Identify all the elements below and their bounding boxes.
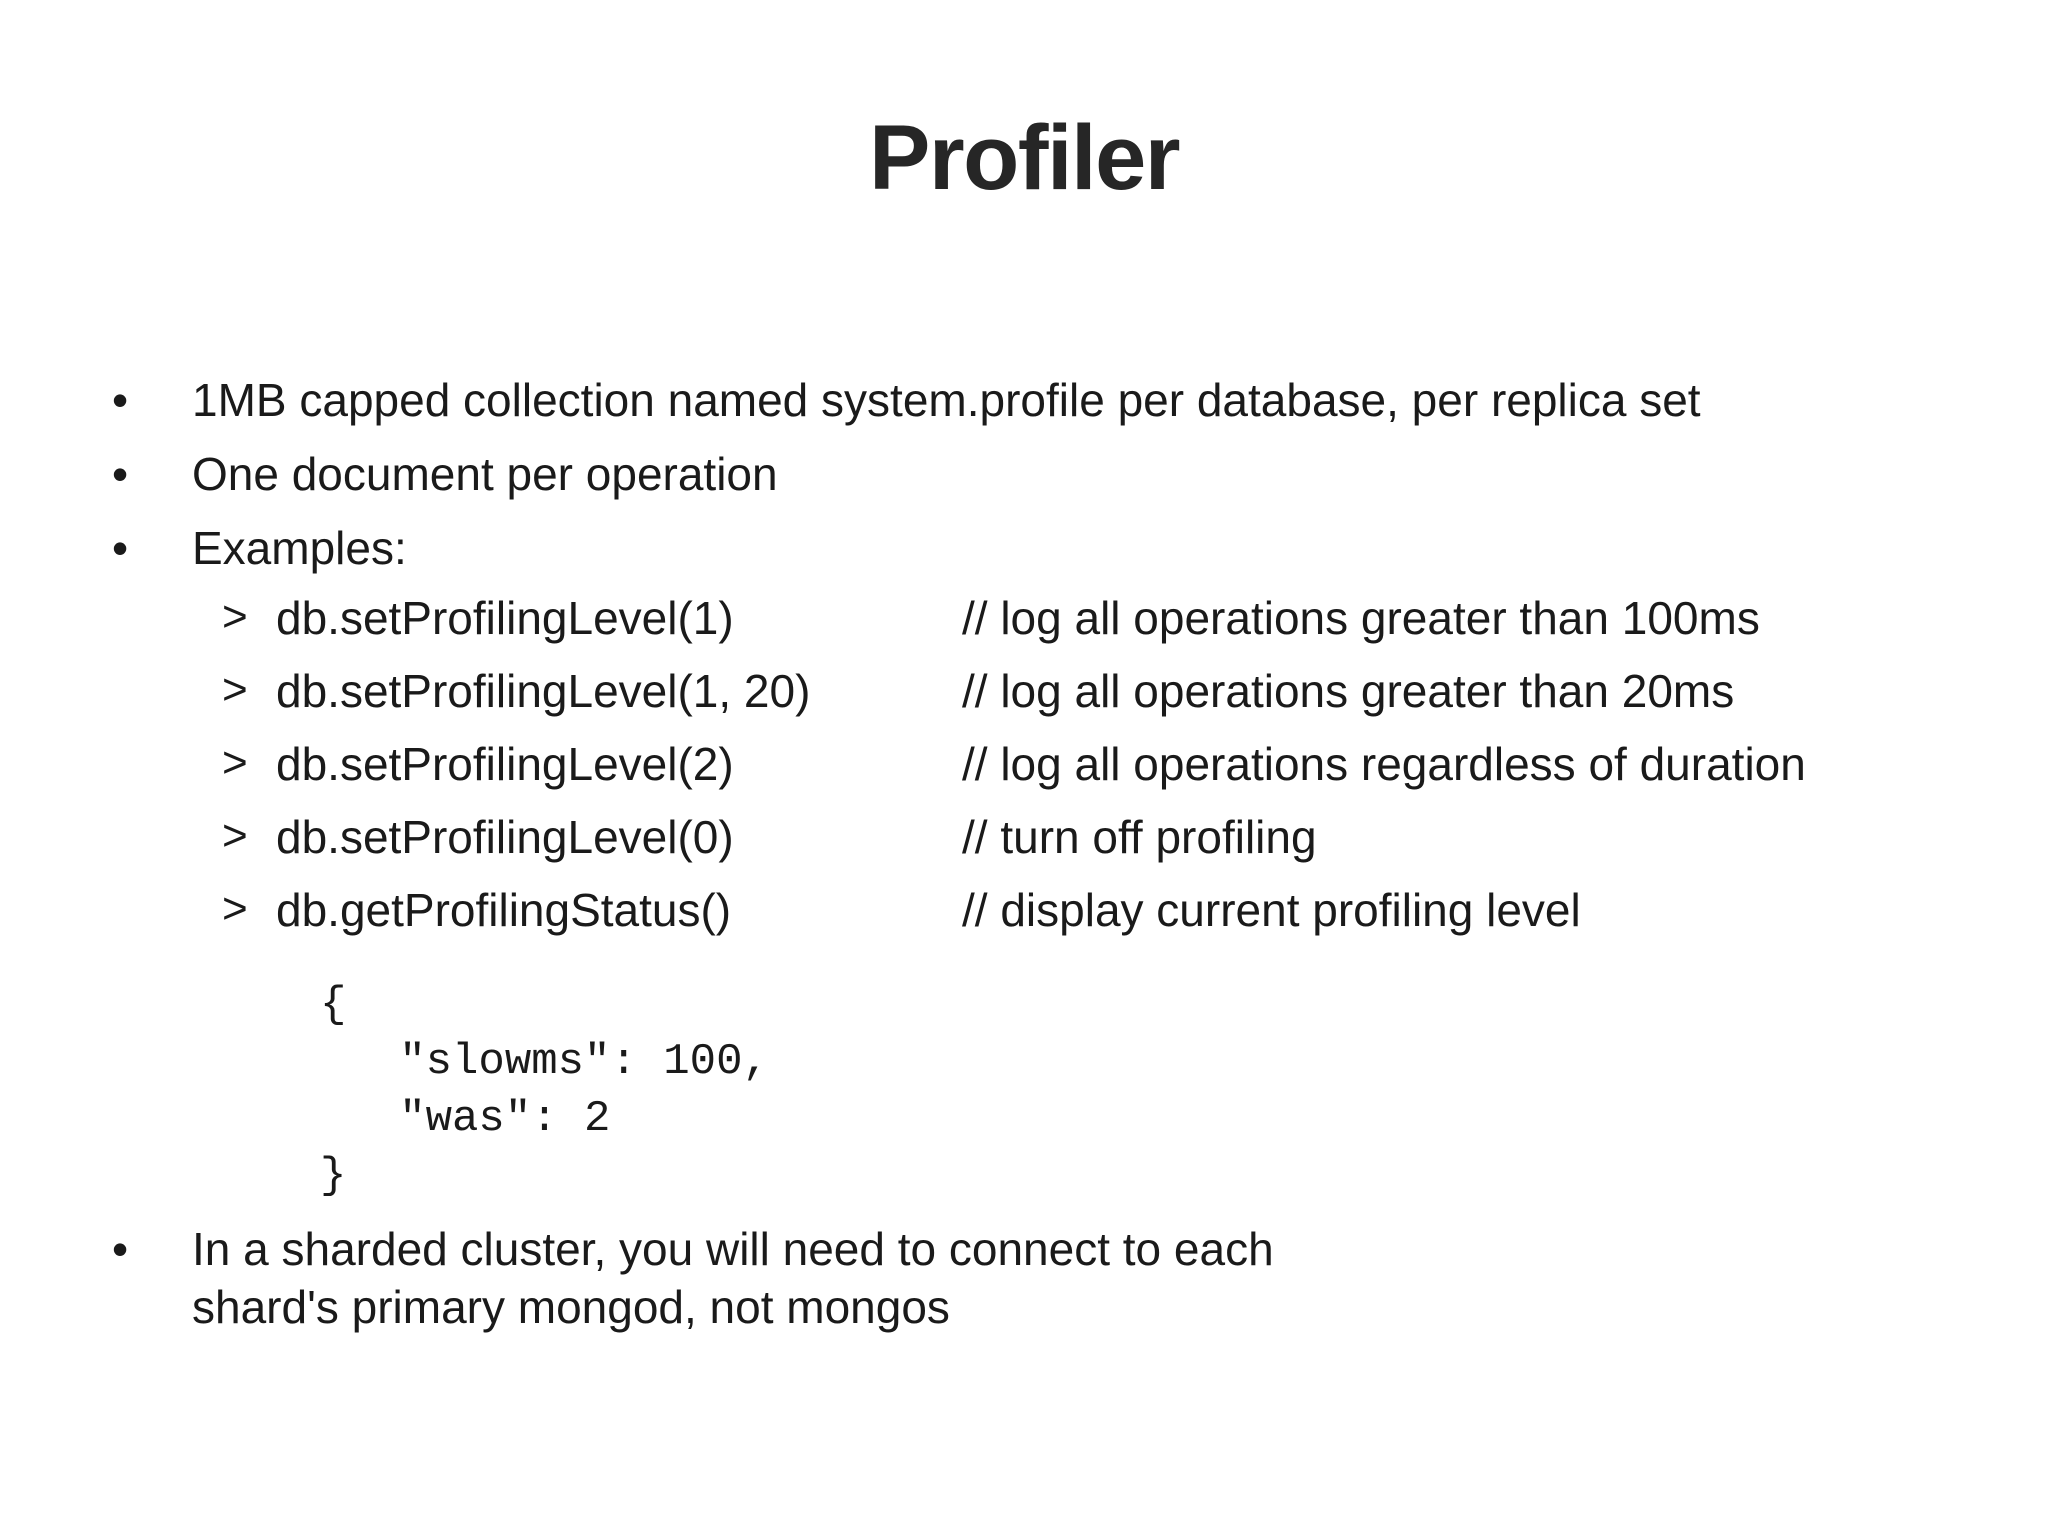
bullet-item: • One document per operation	[0, 446, 2048, 504]
bullet-text: One document per operation	[192, 448, 778, 500]
bullet-item-examples: • Examples:	[0, 520, 2048, 578]
bullet-dot-icon: •	[112, 448, 129, 500]
chevron-right-icon: >	[222, 811, 248, 860]
json-line: }	[320, 1151, 347, 1201]
spacer	[0, 430, 2048, 446]
page-title: Profiler	[868, 107, 1181, 209]
json-line: "was": 2	[320, 1094, 611, 1144]
bullet-dot-icon: •	[112, 1223, 129, 1275]
example-row: > db.setProfilingLevel(2) // log all ope…	[0, 736, 2048, 809]
example-command: db.setProfilingLevel(1, 20)	[276, 665, 811, 717]
example-comment: // log all operations greater than 20ms	[962, 665, 1735, 717]
chevron-right-icon: >	[222, 592, 248, 641]
spacer	[0, 504, 2048, 520]
example-row: > db.setProfilingLevel(1) // log all ope…	[0, 590, 2048, 663]
example-row: > db.setProfilingLevel(1, 20) // log all…	[0, 663, 2048, 736]
example-command: db.setProfilingLevel(2)	[276, 738, 734, 790]
example-command: db.setProfilingLevel(0)	[276, 811, 734, 863]
bullet-item-closing: • In a sharded cluster, you will need to…	[0, 1221, 2048, 1337]
example-comment: // log all operations regardless of dura…	[962, 738, 1806, 790]
example-comment: // turn off profiling	[962, 811, 1317, 863]
bullet-text: Examples:	[192, 522, 407, 574]
example-row: > db.getProfilingStatus() // display cur…	[0, 882, 2048, 955]
slide-body: • 1MB capped collection named system.pro…	[0, 372, 2048, 1337]
bullet-dot-icon: •	[112, 522, 129, 574]
example-comment: // display current profiling level	[962, 884, 1581, 936]
bullet-dot-icon: •	[112, 374, 129, 426]
example-row: > db.setProfilingLevel(0) // turn off pr…	[0, 809, 2048, 882]
example-comment: // log all operations greater than 100ms	[962, 592, 1760, 644]
bullet-text: 1MB capped collection named system.profi…	[192, 374, 1701, 426]
examples-list: > db.setProfilingLevel(1) // log all ope…	[0, 590, 2048, 955]
chevron-right-icon: >	[222, 738, 248, 787]
chevron-right-icon: >	[222, 665, 248, 714]
json-output-block: { "slowms": 100, "was": 2 }	[0, 977, 2048, 1205]
json-line: {	[320, 980, 347, 1030]
chevron-right-icon: >	[222, 884, 248, 933]
example-command: db.getProfilingStatus()	[276, 884, 732, 936]
bullet-text: In a sharded cluster, you will need to c…	[192, 1223, 1274, 1333]
json-line: "slowms": 100,	[320, 1037, 769, 1087]
bullet-item: • 1MB capped collection named system.pro…	[0, 372, 2048, 430]
example-command: db.setProfilingLevel(1)	[276, 592, 734, 644]
